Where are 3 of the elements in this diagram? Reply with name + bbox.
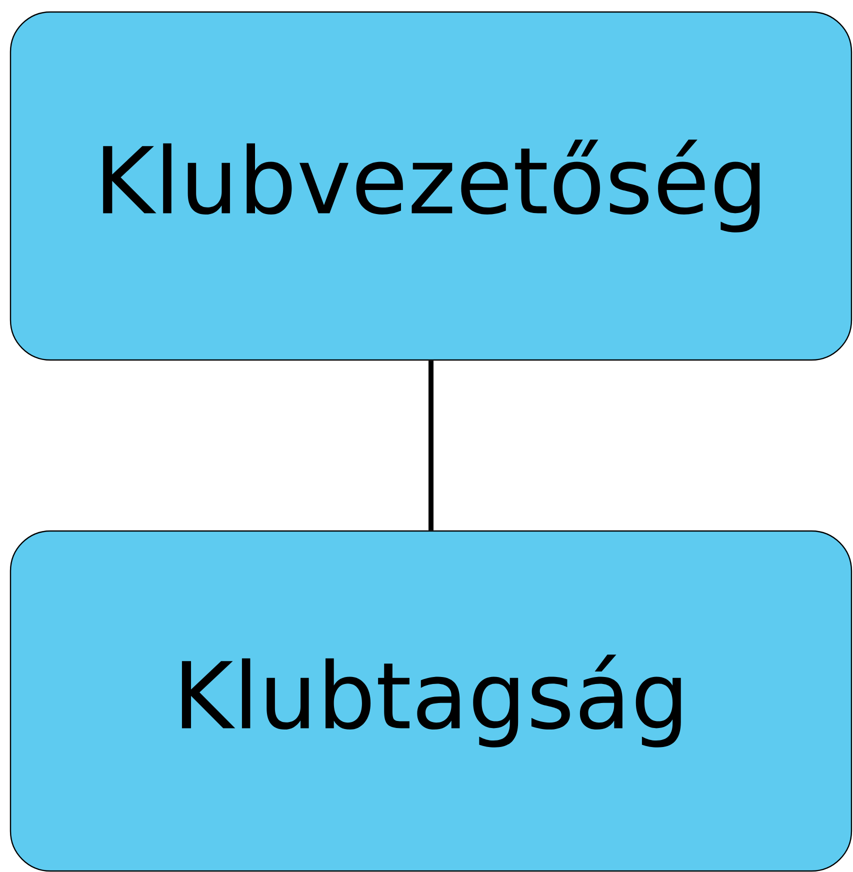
- process-box: Klubtagság: [10, 530, 852, 872]
- connector-line: [428, 360, 434, 530]
- process-box: Klubvezetőség: [10, 11, 852, 361]
